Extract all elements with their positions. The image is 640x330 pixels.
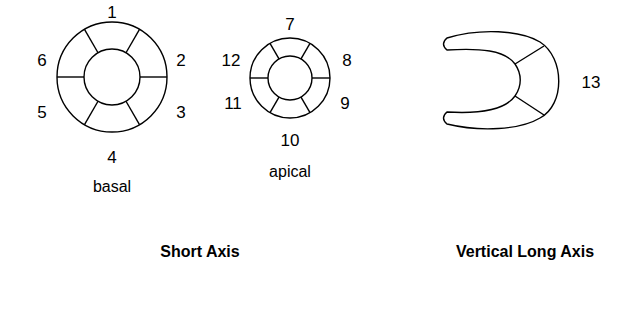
callout-number: 9	[340, 95, 349, 112]
callout-number: 2	[176, 52, 185, 69]
axis-caption: Vertical Long Axis	[456, 244, 594, 260]
callout-number: 5	[37, 104, 46, 121]
callout-number: 11	[224, 95, 242, 112]
callout-number: 4	[107, 149, 116, 166]
callout-number: 6	[37, 52, 46, 69]
callout-number: 8	[342, 52, 351, 69]
callout-number: 1	[107, 4, 116, 21]
long-axis-wall	[444, 32, 559, 129]
callout-number: 12	[222, 52, 241, 69]
basal-ring	[57, 22, 167, 132]
axis-caption: Short Axis	[160, 244, 239, 260]
callout-number: 10	[281, 132, 300, 149]
view-label: basal	[93, 179, 131, 195]
callout-number: 13	[582, 74, 601, 91]
callout-number: 3	[176, 104, 185, 121]
view-label: apical	[269, 164, 311, 180]
callout-number: 7	[285, 16, 294, 33]
apical-ring	[250, 38, 330, 118]
